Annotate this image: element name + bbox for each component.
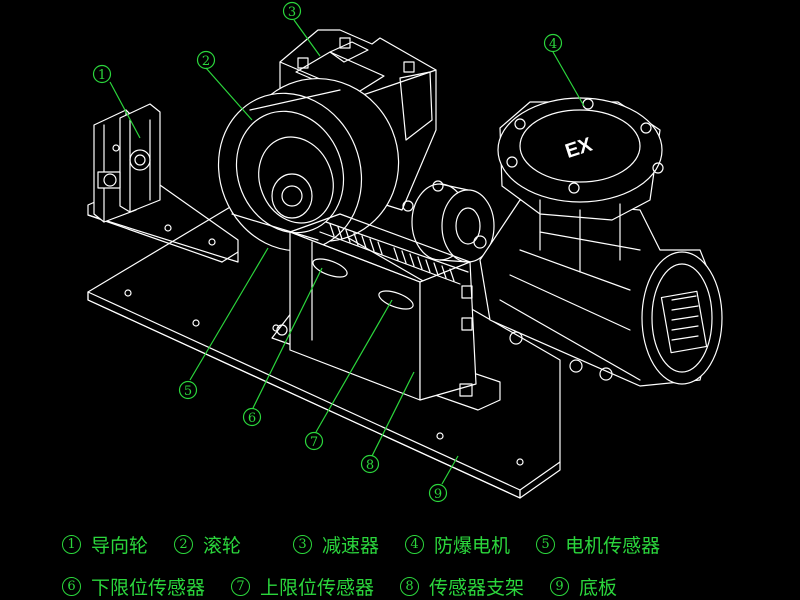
callout-1-number: 1 [98,68,106,83]
legend-number: 2 [174,534,194,554]
callout-7-number: 7 [310,435,318,450]
legend-item-4: 4 防爆电机 [405,531,510,558]
guide-wheel-bracket [87,103,239,263]
callout-8: 8 [360,454,380,474]
legend-label: 上限位传感器 [260,576,375,599]
legend-label: 底板 [579,576,618,599]
legend-item-9: 9 底板 [550,573,617,600]
explosion-proof-motor: EX [473,97,723,387]
legend-label: 电机传感器 [565,534,661,557]
callout-9-number: 9 [434,487,442,502]
coupling [402,180,495,263]
legend-number: 3 [293,534,313,554]
sensor-bracket [271,213,501,411]
legend-label: 防爆电机 [434,534,511,557]
callout-4: 4 [543,33,563,53]
legend-number: 8 [400,576,420,596]
legend-item-1: 1 导向轮 [62,531,148,558]
callout-2: 2 [196,50,216,70]
legend-item-2: 2 滚轮 [174,531,241,558]
callout-5: 5 [178,380,198,400]
callout-1: 1 [92,64,112,84]
legend-label: 导向轮 [91,534,149,557]
legend-number: 5 [536,534,556,554]
roller-wheel [217,77,400,252]
callout-9: 9 [428,483,448,503]
legend-number: 9 [550,576,570,596]
legend-item-3: 3 减速器 [293,531,379,558]
legend-item-8: 8 传感器支架 [400,573,524,600]
legend-label: 减速器 [322,534,380,557]
legend-number: 1 [62,534,81,554]
legend-item-6: 6 下限位传感器 [62,573,205,600]
legend-number: 4 [405,534,425,554]
legend-label: 传感器支架 [429,576,525,599]
legend-row-2: 6 下限位传感器 7 上限位传感器 8 传感器支架 9 底板 [62,572,643,600]
callout-7: 7 [304,431,324,451]
legend-label: 滚轮 [203,534,242,557]
callout-3: 3 [282,1,302,21]
callout-6-number: 6 [248,411,256,426]
callout-4-number: 4 [549,37,557,52]
legend-item-7: 7 上限位传感器 [231,573,374,600]
callout-5-number: 5 [184,384,192,399]
legend-label: 下限位传感器 [91,576,206,599]
legend-number: 6 [62,576,81,596]
legend-number: 7 [231,576,251,596]
callout-leaders [109,19,585,485]
callout-6: 6 [242,407,262,427]
legend-row-1: 1 导向轮 2 滚轮 3 减速器 4 防爆电机 5 电机传感器 [62,530,686,558]
callout-2-number: 2 [202,54,210,69]
callout-3-number: 3 [288,5,296,20]
legend-item-5: 5 电机传感器 [536,531,660,558]
callout-8-number: 8 [366,458,374,473]
callout-markers: 1 2 3 4 5 6 7 8 [92,1,563,503]
